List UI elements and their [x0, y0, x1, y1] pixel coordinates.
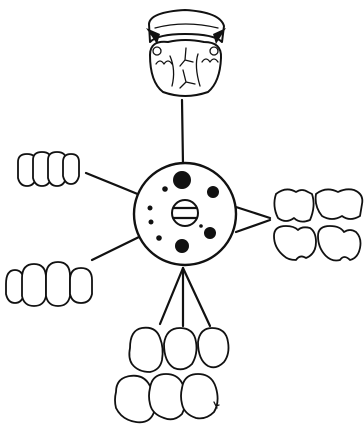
connector-left-upper — [86, 173, 140, 195]
hub-hole-large — [207, 186, 219, 198]
connector-top — [182, 100, 183, 165]
occlusal-cast-illustration — [146, 10, 226, 96]
hub-hole-large — [204, 227, 216, 239]
connector-left-lower — [92, 236, 141, 260]
connector-right-lower — [236, 220, 270, 232]
anterior-teeth-large-illustration — [6, 262, 92, 306]
connector-right-upper — [236, 207, 270, 218]
connector-bottom-right — [183, 268, 210, 326]
hub-hole-large — [175, 239, 189, 253]
molar-block-illustration — [115, 328, 229, 423]
anterior-teeth-small-illustration — [18, 152, 79, 186]
hub-hole-small — [148, 206, 153, 211]
connector-bottom-left — [160, 268, 183, 324]
hub-screw — [172, 200, 198, 226]
hub-hole-small — [156, 235, 162, 241]
molar-pair-illustration — [274, 189, 362, 260]
hub-hole-small — [199, 224, 203, 228]
hub-hole-small — [162, 186, 168, 192]
hub-hole-small — [149, 220, 154, 225]
hub-hole-large — [173, 171, 191, 189]
hub-platform — [134, 163, 236, 265]
